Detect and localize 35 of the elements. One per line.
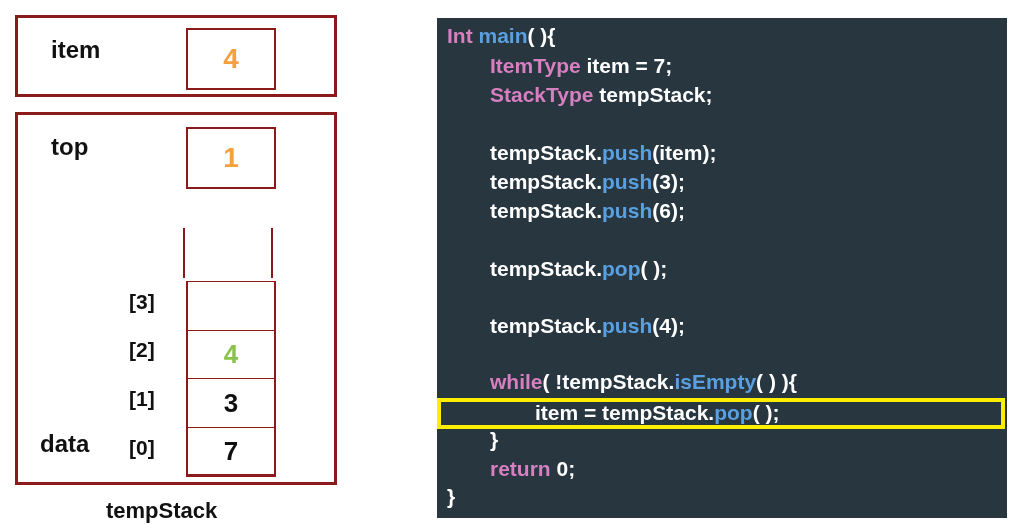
code-line: tempStack.push(4); [490,314,685,338]
code-line: tempStack.pop( ); [490,257,668,281]
array-cell [186,427,276,477]
highlight-box [437,398,1005,429]
code-line: tempStack.push(item); [490,141,717,165]
index-label: [2] [129,338,155,362]
variable-name: item [51,36,101,64]
array-cell [186,330,276,378]
code-line: } [490,428,499,452]
value-text: 3 [223,387,239,419]
code-line: tempStack.push(6); [490,199,685,223]
index-label: [0] [129,436,155,460]
structure-caption: tempStack [106,498,218,524]
code-line: StackType tempStack; [490,83,713,107]
code-line: while( !tempStack.isEmpty( ) ){ [490,370,797,394]
code-line: tempStack.push(3); [490,170,685,194]
value-box [186,127,276,189]
index-label: [1] [129,387,155,411]
code-panel [437,18,1007,518]
value-text: 7 [223,435,239,467]
code-line: ItemType item = 7; [490,54,673,78]
array-cell [186,378,276,427]
code-line: return 0; [490,457,576,481]
index-label: [3] [129,290,155,314]
array-cell [186,281,276,330]
value-box [186,28,276,90]
value-text: 4 [223,43,239,75]
field-name: data [40,430,90,458]
code-line: item = tempStack.pop( ); [535,401,780,425]
code-line: } [447,485,456,509]
value-text: 1 [223,142,239,174]
variable-box [15,15,337,97]
variable-name: top [51,133,89,161]
value-text: 4 [223,339,239,370]
code-line: Int main( ){ [447,24,556,48]
